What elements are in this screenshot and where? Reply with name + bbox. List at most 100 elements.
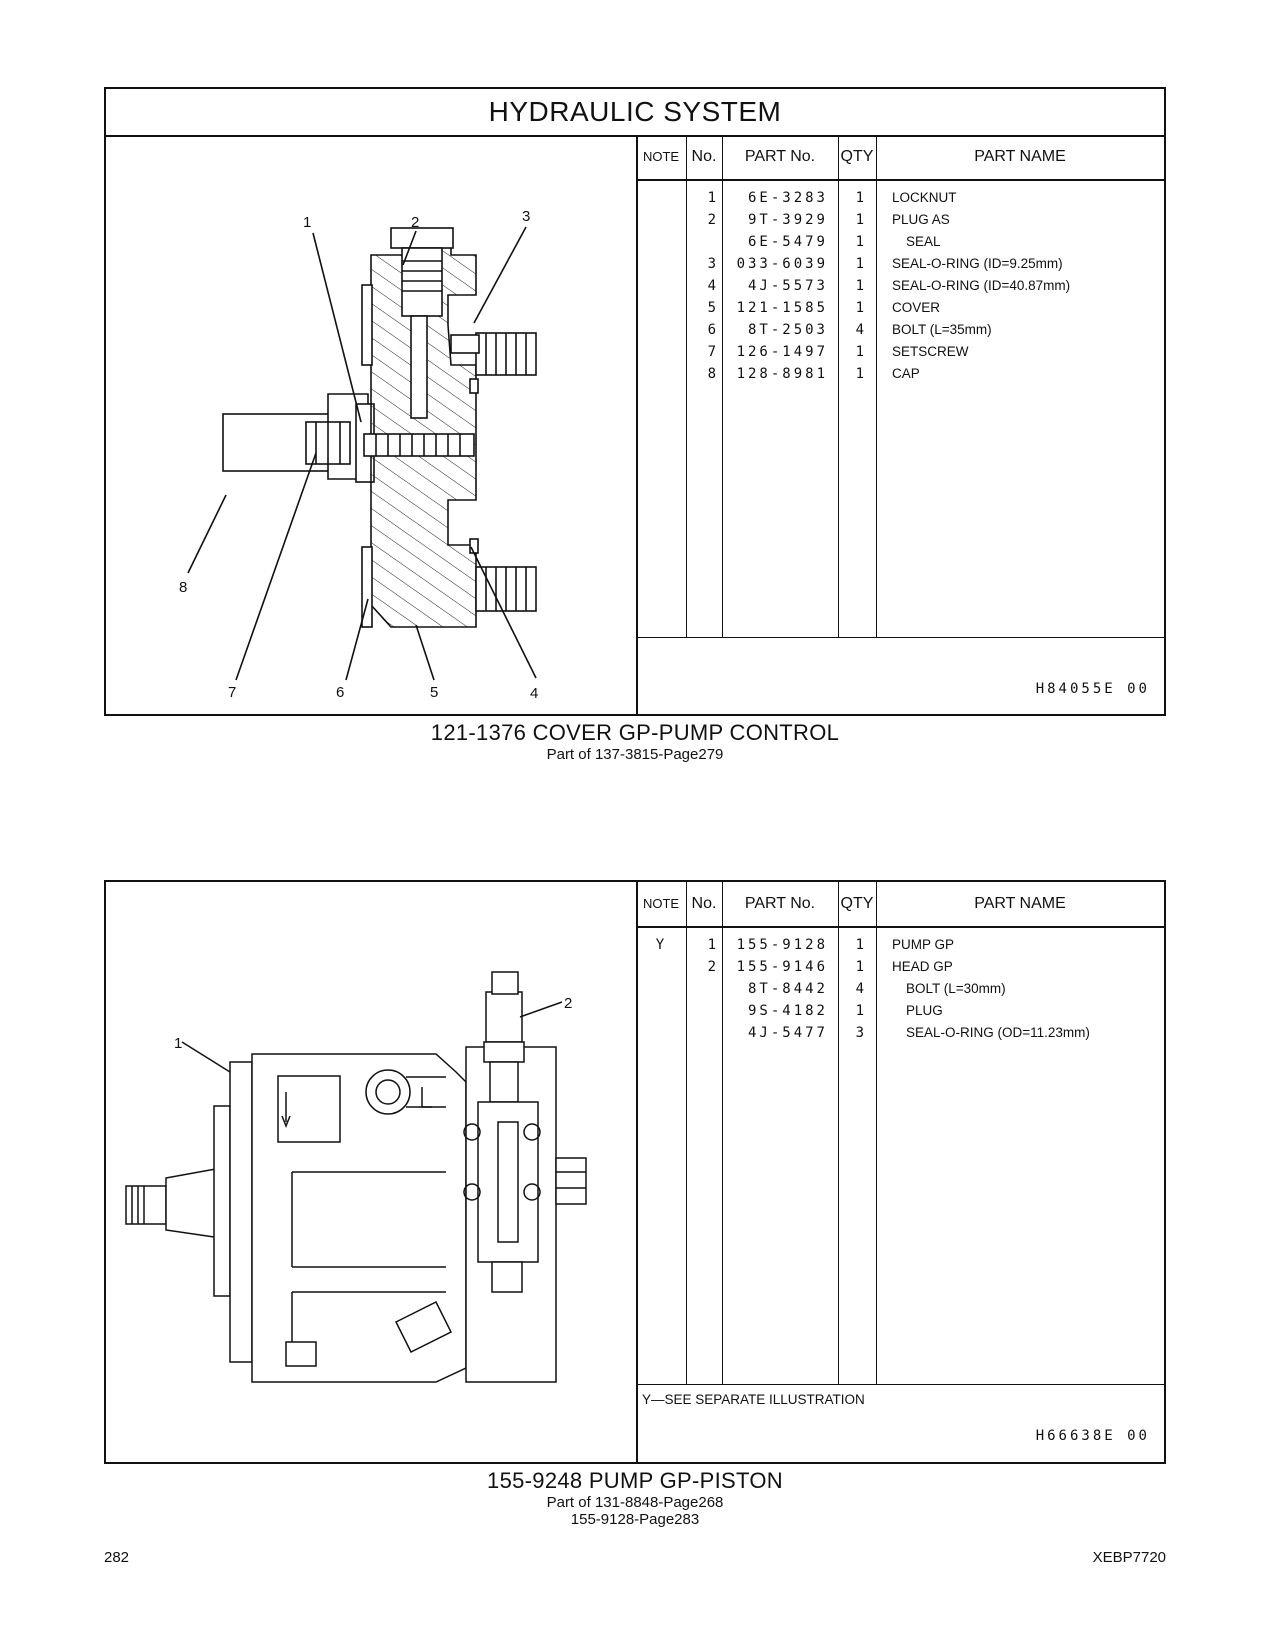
- row-number: 8: [707, 366, 716, 382]
- row-part-name: SEAL-O-RING (OD=11.23mm): [906, 1025, 1090, 1040]
- table-row: 4 4J-5573 1 SEAL-O-RING (ID=40.87mm): [636, 275, 1164, 297]
- row-number: 1: [707, 190, 716, 206]
- callout-1: 1: [174, 1035, 182, 1052]
- row-number: 4: [707, 278, 716, 294]
- row-quantity: 1: [855, 278, 864, 294]
- section-title: HYDRAULIC SYSTEM: [106, 89, 1164, 137]
- group-reference: Part of 131-8848-Page268: [546, 1494, 724, 1511]
- row-number: 2: [707, 959, 716, 975]
- group-title: 121-1376 COVER GP-PUMP CONTROL: [430, 720, 840, 745]
- row-note: [636, 1000, 684, 1022]
- table-row: 9S-4182 1 PLUG: [636, 1000, 1164, 1022]
- row-note: [636, 1022, 684, 1044]
- document-code: XEBP7720: [1092, 1549, 1166, 1566]
- row-number: [686, 1000, 716, 1022]
- row-part-name: SEAL-O-RING (ID=40.87mm): [892, 278, 1071, 293]
- row-note: [636, 275, 684, 297]
- row-quantity: 1: [855, 959, 864, 975]
- row-part-name: SEAL-O-RING (ID=9.25mm): [892, 256, 1063, 271]
- row-number: 7: [707, 344, 716, 360]
- callout-6: 6: [336, 684, 344, 701]
- table-row: 2 155-9146 1 HEAD GP: [636, 956, 1164, 978]
- row-quantity: 1: [855, 937, 864, 953]
- row-quantity: 1: [855, 212, 864, 228]
- table-row: 2 9T-3929 1 PLUG AS: [636, 209, 1164, 231]
- header-part-name: PART NAME: [974, 148, 1066, 165]
- row-number: [686, 231, 716, 253]
- row-part-name: PLUG: [906, 1003, 943, 1018]
- page-number: 282: [104, 1549, 130, 1566]
- parts-panel-cover-gp: HYDRAULIC SYSTEM: [104, 87, 1166, 716]
- table-row: 1 6E-3283 1 LOCKNUT: [636, 187, 1164, 209]
- row-part-name: SEAL: [906, 234, 941, 249]
- row-quantity: 4: [855, 981, 864, 997]
- table-row: 7 126-1497 1 SETSCREW: [636, 341, 1164, 363]
- callout-7: 7: [228, 684, 236, 701]
- row-part-name: BOLT (L=35mm): [892, 322, 992, 337]
- parts-rows: Y 1 155-9128 1 PUMP GP 2 155-9146 1 HEAD…: [636, 934, 1164, 1044]
- cover-gp-illustration: 1 2 3 4 5 6 7 8: [106, 135, 638, 714]
- callout-2: 2: [411, 214, 419, 231]
- row-part-number: 6E-3283: [747, 190, 828, 206]
- col-divider: [686, 882, 687, 1384]
- row-note: [636, 978, 684, 1000]
- table-row: 5 121-1585 1 COVER: [636, 297, 1164, 319]
- row-quantity: 1: [855, 300, 864, 316]
- caption-group-2: 155-9248 PUMP GP-PISTON Part of 131-8848…: [104, 1468, 1166, 1528]
- caption-group-1: 121-1376 COVER GP-PUMP CONTROL Part of 1…: [104, 720, 1166, 763]
- row-number: 2: [707, 212, 716, 228]
- footnote: Y—SEE SEPARATE ILLUSTRATION: [642, 1392, 865, 1407]
- callout-4: 4: [530, 685, 538, 702]
- table-row: 8T-8442 4 BOLT (L=30mm): [636, 978, 1164, 1000]
- row-part-number: 155-9146: [736, 959, 828, 975]
- row-quantity: 3: [855, 1025, 864, 1041]
- col-divider: [838, 135, 839, 637]
- row-part-number: 6E-5479: [747, 234, 828, 250]
- col-divider: [722, 882, 723, 1384]
- row-note: Y: [655, 937, 665, 953]
- header-part-no: PART No.: [744, 895, 816, 912]
- table-row: 4J-5477 3 SEAL-O-RING (OD=11.23mm): [636, 1022, 1164, 1044]
- row-part-name: HEAD GP: [892, 959, 953, 974]
- row-quantity: 1: [855, 366, 864, 382]
- row-number: 5: [707, 300, 716, 316]
- row-part-name: LOCKNUT: [892, 190, 957, 205]
- row-number: 3: [707, 256, 716, 272]
- parts-rows: 1 6E-3283 1 LOCKNUT 2 9T-3929 1 PLUG AS …: [636, 187, 1164, 385]
- row-part-number: 4J-5573: [747, 278, 828, 294]
- row-part-number: 9T-3929: [747, 212, 828, 228]
- row-part-number: 8T-2503: [747, 322, 828, 338]
- row-part-name: PUMP GP: [892, 937, 955, 952]
- row-note: [636, 341, 684, 363]
- row-quantity: 4: [855, 322, 864, 338]
- table-row: 8 128-8981 1 CAP: [636, 363, 1164, 385]
- row-note: [636, 253, 684, 275]
- illustration-code: H84055E 00: [1035, 681, 1150, 697]
- col-divider: [876, 135, 877, 637]
- parts-panel-pump-gp: 1 2 NOTE No. PART No. QTY PART NAME Y 1 …: [104, 880, 1166, 1464]
- header-note: NOTE: [642, 149, 680, 164]
- callout-8: 8: [179, 579, 187, 596]
- callout-3: 3: [522, 208, 530, 225]
- callout-2: 2: [564, 995, 572, 1012]
- row-part-number: 126-1497: [736, 344, 828, 360]
- row-note: [636, 209, 684, 231]
- row-number: 1: [707, 937, 716, 953]
- row-part-name: CAP: [892, 366, 920, 381]
- row-note: [636, 319, 684, 341]
- row-note: [636, 297, 684, 319]
- col-divider: [722, 135, 723, 637]
- col-divider: [876, 882, 877, 1384]
- group-reference: 155-9128-Page283: [570, 1511, 700, 1528]
- row-part-name: SETSCREW: [892, 344, 969, 359]
- row-part-name: BOLT (L=30mm): [906, 981, 1006, 996]
- row-quantity: 1: [855, 1003, 864, 1019]
- parts-list-2: NOTE No. PART No. QTY PART NAME Y 1 155-…: [636, 882, 1164, 1462]
- col-divider: [838, 882, 839, 1384]
- group-reference: Part of 137-3815-Page279: [546, 746, 724, 763]
- row-quantity: 1: [855, 234, 864, 250]
- table-bottom-rule: [636, 1384, 1164, 1385]
- illustration-code: H66638E 00: [1035, 1428, 1150, 1444]
- row-quantity: 1: [855, 190, 864, 206]
- table-row: Y 1 155-9128 1 PUMP GP: [636, 934, 1164, 956]
